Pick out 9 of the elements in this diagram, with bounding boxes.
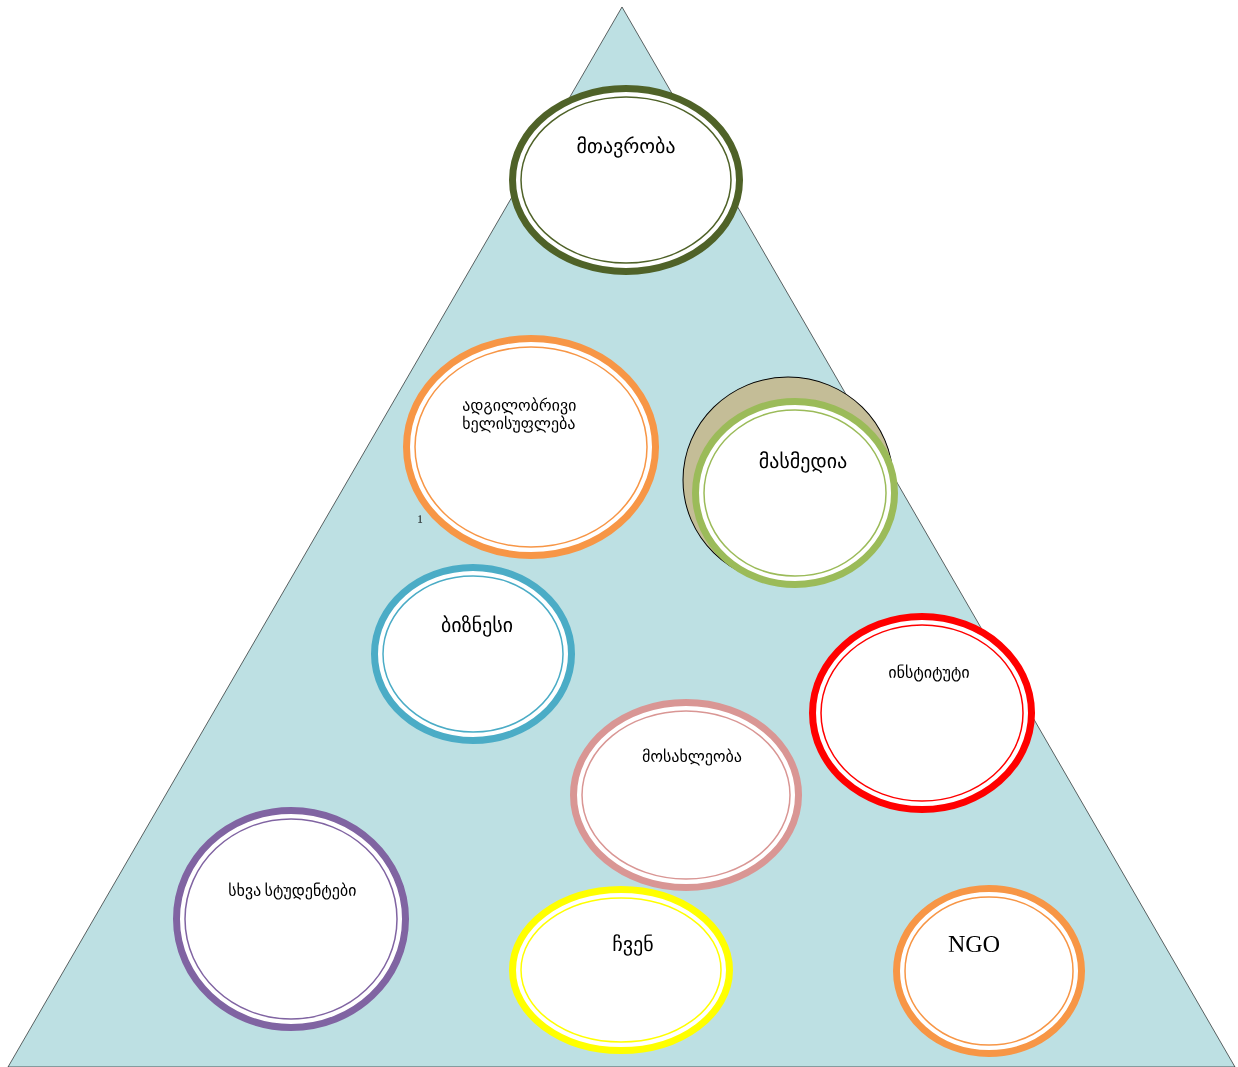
circle-node: სხვა სტუდენტები (173, 807, 409, 1031)
circle-node: ბიზნესი (371, 564, 575, 744)
circle-node: მოსახლეობა (570, 699, 802, 891)
circle-node: მთავრობა (509, 85, 743, 275)
circle-node: ჩვენ (509, 886, 733, 1054)
circle-node: ინსტიტუტი (809, 613, 1035, 813)
circle-node: NGO (893, 885, 1085, 1057)
footnote-number: 1 (418, 515, 423, 523)
circle-node: მასმედია (682, 376, 898, 588)
